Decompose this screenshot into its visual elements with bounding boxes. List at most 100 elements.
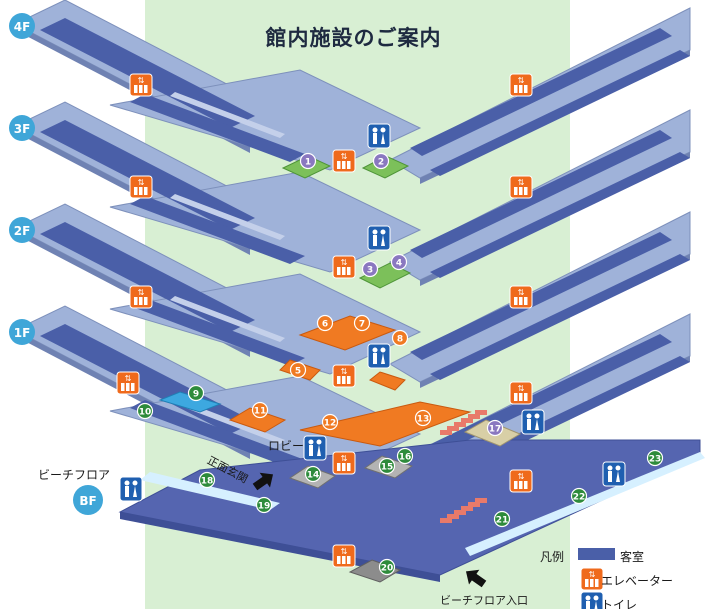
toilet-icon-bg [367,123,391,149]
elevator-icon: ⇅ [509,175,533,199]
legend-room-swatch [578,548,615,560]
beach-entrance-label: ビーチフロア入口 [440,594,528,607]
elevator-icon: ⇅ [129,285,153,309]
elevator-arrows: ⇅ [138,288,145,297]
toilet-head-female [380,127,386,133]
toilet-head-male [585,595,591,601]
facility-marker-circle [251,401,269,419]
elevator-arrows: ⇅ [125,374,132,383]
facility-marker-circle [316,314,334,332]
elevator-person [131,383,135,391]
toilet-body-female [616,471,620,482]
toilet-icon [367,225,391,251]
elevator-person [134,187,138,195]
toilet-head-male [526,413,532,419]
facility-marker-4: 4 [390,253,408,271]
elevator-person [337,161,341,169]
toilet-body-female [535,419,539,430]
toilet-body-male [309,445,313,456]
right-rooms-a [410,130,672,258]
floor-badge-text-3f: 3F [14,122,31,136]
facility-number-16: 16 [399,453,412,463]
toilet-icon-bg [367,225,391,251]
bf-walkway-left [140,472,280,510]
entrance-arrow-icon [252,472,274,491]
elevator-person [347,376,351,384]
facility-marker-circle [187,384,205,402]
stairs-step [475,498,487,503]
facility-marker-8: 8 [391,329,409,347]
facility-marker-13: 13 [414,409,432,427]
elevator-icon: ⇅ [116,371,140,395]
facility-marker-circle [414,409,432,427]
toilet-body-female [381,353,385,364]
elevator-person [514,187,518,195]
floor-badge-bf [73,485,103,515]
legend-elevator-label: エレベーター [601,574,674,588]
right-rooms-a [410,232,672,360]
facility-number-2: 2 [378,158,384,168]
elevator-person [139,187,143,195]
toilet-icon [521,409,545,435]
elevator-arrows: ⇅ [518,288,525,297]
toilet-body-male [527,419,531,430]
facility-number-18: 18 [201,477,214,487]
floor-badge-2f [9,217,35,243]
elevator-arrows: ⇅ [341,152,348,161]
left-rooms-b [130,94,305,162]
elevator-person [144,297,148,305]
facility-marker-19: 19 [255,496,273,514]
elevator-person [347,267,351,275]
elevator-person [342,161,346,169]
facility-block-0 [298,315,397,351]
floor-badge-text-bf: BF [79,494,96,508]
facility-marker-15: 15 [378,457,396,475]
elevator-person [342,463,346,471]
facility-number-17: 17 [489,425,502,435]
facility-marker-2: 2 [372,152,390,170]
toilet-head-female [534,413,540,419]
facility-marker-22: 22 [570,487,588,505]
right-rooms-b [430,50,690,176]
toilet-icon-bg [119,476,143,502]
facility-marker-1: 1 [299,152,317,170]
elevator-person [514,481,518,489]
right-rooms-b [430,152,690,278]
elevator-person [337,376,341,384]
toilet-icon [119,476,143,502]
facility-number-5: 5 [295,367,301,377]
stairs-step [447,514,459,519]
facility-number-19: 19 [258,502,271,512]
left-rooms-b [130,400,305,468]
facility-marker-circle [361,260,379,278]
bf-walkway [465,452,705,556]
elevator-arrows: ⇅ [589,570,596,579]
elevator-arrows: ⇅ [518,472,525,481]
toilet-icon-bg [580,591,604,609]
elevator-person [139,85,143,93]
elevator-person [519,85,523,93]
arrow-shape [465,569,487,588]
facility-number-8: 8 [397,335,403,345]
elevator-arrows: ⇅ [518,178,525,187]
elevator-person [342,376,346,384]
elevator-person [524,393,528,401]
elevator-arrows: ⇅ [341,367,348,376]
floor-badge-3f [9,115,35,141]
right-rooms-b [430,254,690,380]
legend-room-label: 客室 [620,550,645,564]
facility-number-12: 12 [324,419,337,429]
toilet-body-female [381,235,385,246]
elevator-icon: ⇅ [332,149,356,173]
left-rooms-b [130,196,305,264]
facility-marker-10: 10 [136,402,154,420]
elevator-person [585,579,589,587]
elevator-person [514,297,518,305]
stairs-step [468,502,480,507]
facility-marker-7: 7 [353,314,371,332]
elevator-arrows: ⇅ [518,76,525,85]
corridor [170,194,285,240]
toilet-head-female [132,480,138,486]
elevator-person [347,556,351,564]
